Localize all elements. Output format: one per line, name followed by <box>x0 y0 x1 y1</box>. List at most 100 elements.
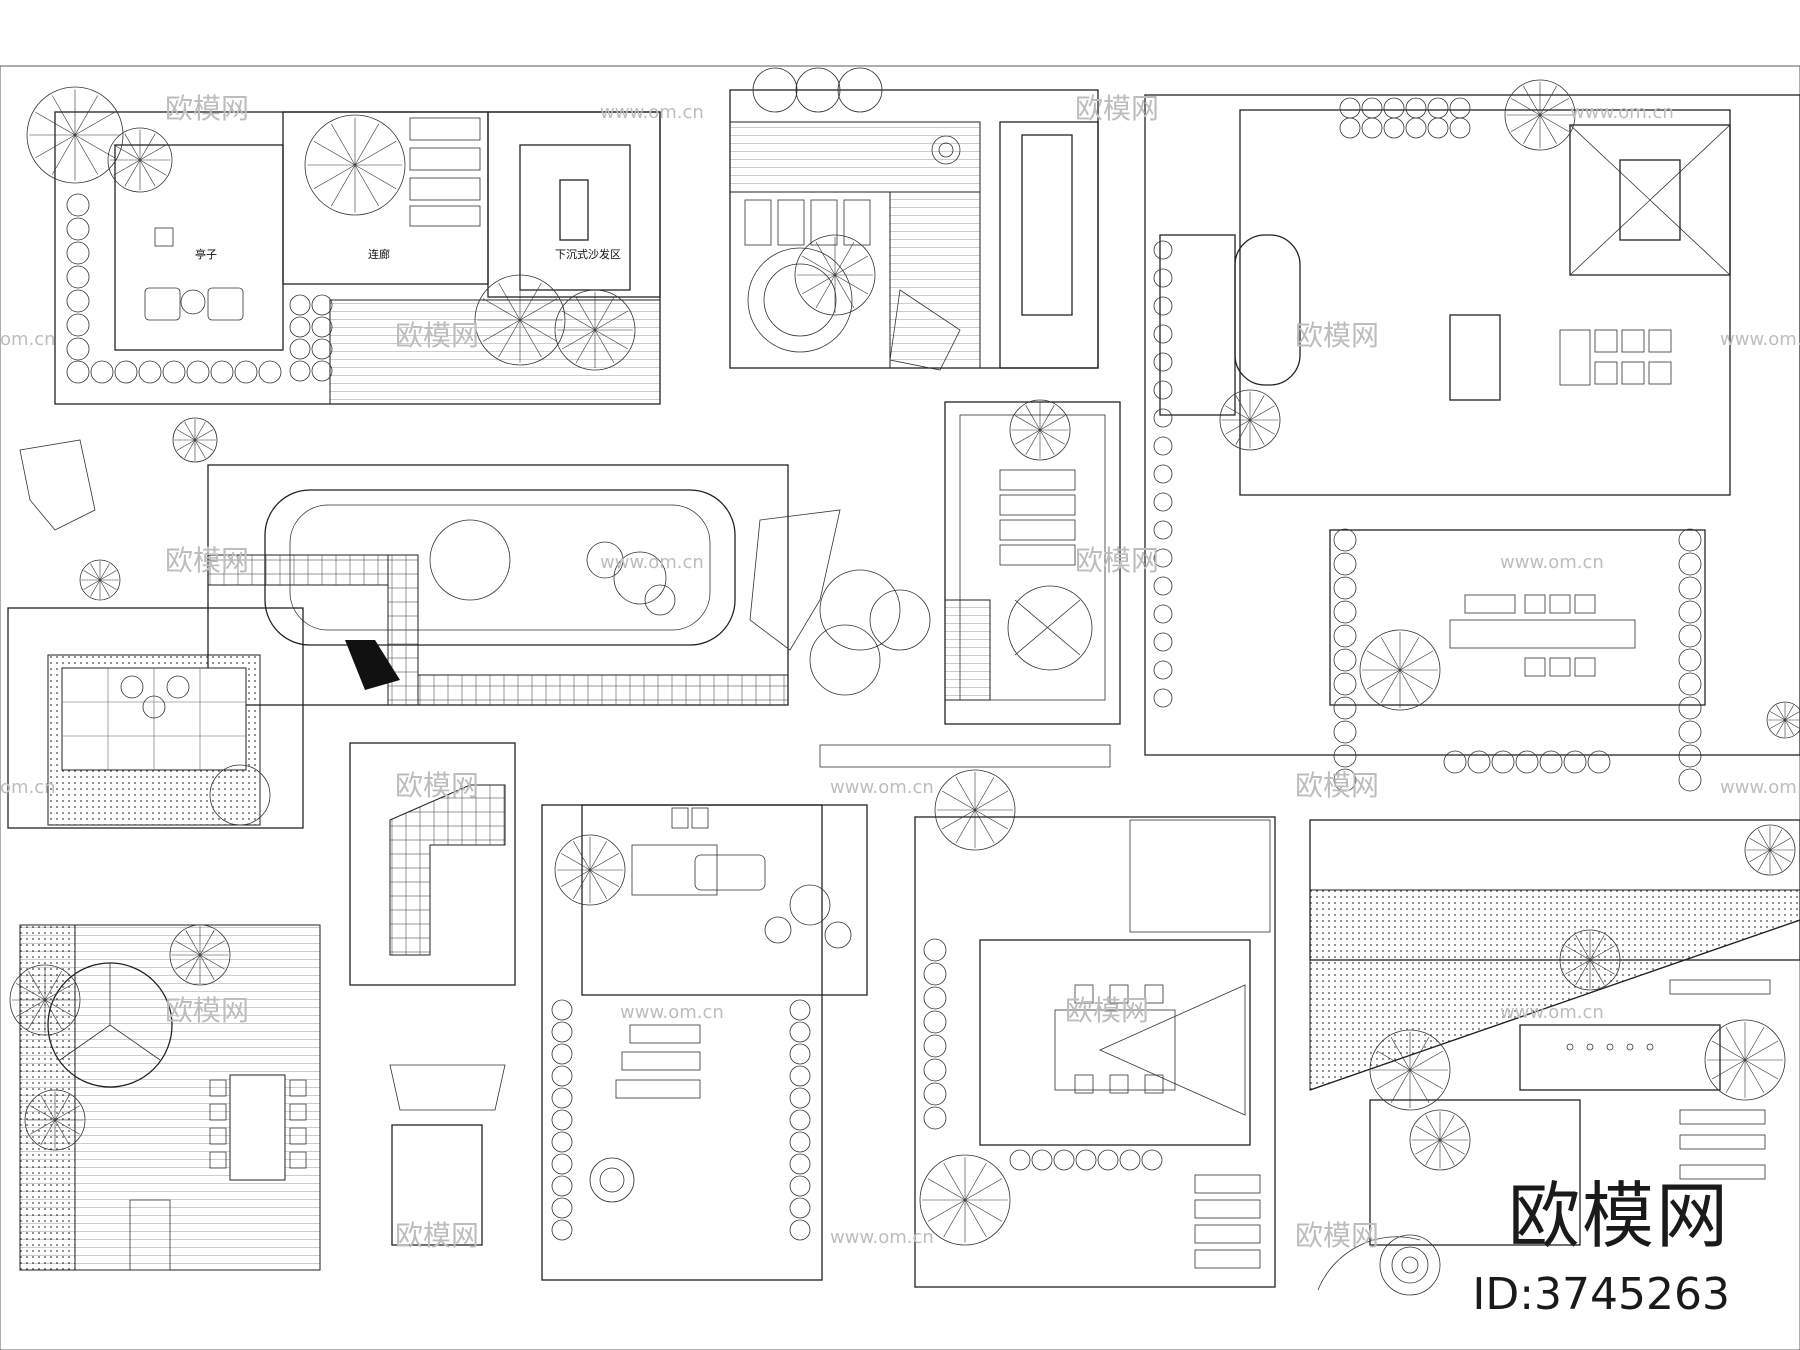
tree-symbols <box>9 79 1800 1246</box>
shrub-circle <box>1153 408 1173 428</box>
shrub-circle <box>234 360 258 384</box>
shrub-circle <box>1427 97 1449 119</box>
watermark-url: www.om.cn <box>1720 329 1800 350</box>
shrub-circle <box>1333 744 1357 768</box>
shrub-circle <box>1333 768 1357 792</box>
tree-icon <box>172 417 218 463</box>
garden-plan-top-right <box>1144 94 1800 792</box>
shrub-circle <box>1678 624 1702 648</box>
tree-icon <box>1766 701 1800 739</box>
tree-icon <box>1409 1109 1471 1171</box>
tree-icon <box>554 834 626 906</box>
shrub-circle <box>66 241 90 265</box>
shrub-circle <box>311 360 333 382</box>
shrub-circle <box>1361 117 1383 139</box>
shrub-circle <box>1678 696 1702 720</box>
shrub-circle <box>1153 576 1173 596</box>
tree-icon <box>304 114 406 216</box>
shrub-circle <box>1097 1149 1119 1171</box>
watermark-text: 欧模网 <box>165 544 249 577</box>
shrub-circle <box>1339 97 1361 119</box>
watermark-layer: 欧模网 www.om.cn 欧模网 www.om.cn om.cn 欧模网 欧模… <box>0 92 1800 1252</box>
shrub-circle <box>1153 352 1173 372</box>
tree-icon <box>474 274 566 366</box>
garden-plan-top-center <box>729 67 1099 371</box>
shrub-circle <box>1678 768 1702 792</box>
shrub-circle <box>1678 720 1702 744</box>
shrub-circle <box>789 1131 811 1153</box>
shrub-circle <box>1153 268 1173 288</box>
watermark-url: www.om.cn <box>830 1227 934 1248</box>
tree-icon <box>794 234 876 316</box>
shrub-circle <box>186 360 210 384</box>
shrub-circle <box>1333 624 1357 648</box>
shrub-circle <box>551 1153 573 1175</box>
shrub-circle <box>789 1175 811 1197</box>
watermark-url: www.om.cn <box>830 777 934 798</box>
shrub-circle <box>923 1034 947 1058</box>
shrub-circle <box>1141 1149 1163 1171</box>
watermark-text: 欧模网 <box>1065 994 1149 1027</box>
pavilion-label: 亭子 <box>195 247 217 261</box>
watermark-text: 欧模网 <box>1295 319 1379 352</box>
shrub-circle <box>1678 576 1702 600</box>
shrub-circle <box>923 1082 947 1106</box>
tree-icon <box>9 964 81 1036</box>
shrub-circle <box>66 289 90 313</box>
shrub-circle <box>1333 528 1357 552</box>
watermark-url: www.om.cn <box>1570 102 1674 123</box>
watermark-url: www.om.cn <box>1500 1002 1604 1023</box>
garden-plan-bottom-center <box>541 804 868 1281</box>
shrub-circle <box>1119 1149 1141 1171</box>
garden-plan-pond <box>19 439 931 706</box>
shrub-circle <box>1333 576 1357 600</box>
shrub-circle <box>1383 117 1405 139</box>
garden-plan-l-path <box>349 742 516 986</box>
shrub-circle <box>1153 492 1173 512</box>
garden-plan-bottom-left <box>19 924 506 1271</box>
tree-icon <box>1219 389 1281 451</box>
tree-icon <box>1744 824 1796 876</box>
shrub-circle <box>1153 604 1173 624</box>
shrub-circle <box>551 1109 573 1131</box>
shrub-circle <box>162 360 186 384</box>
watermark-text: 欧模网 <box>1075 92 1159 125</box>
shrub-circle <box>923 986 947 1010</box>
watermark-text: 欧模网 <box>1075 544 1159 577</box>
shrub-circle <box>1333 600 1357 624</box>
shrub-circle <box>1333 648 1357 672</box>
shrub-circle <box>66 217 90 241</box>
watermark-text: 欧模网 <box>395 319 479 352</box>
shrub-circle <box>923 962 947 986</box>
shrub-circle <box>789 1153 811 1175</box>
shrub-circle <box>1678 528 1702 552</box>
watermark-text: 欧模网 <box>1295 1219 1379 1252</box>
garden-plan-center-strip <box>819 401 1121 768</box>
shrub-circle <box>1075 1149 1097 1171</box>
shrub-circle <box>311 316 333 338</box>
shrub-circle <box>789 1021 811 1043</box>
shrub-circle <box>1153 520 1173 540</box>
watermark-text: 欧模网 <box>165 92 249 125</box>
shrub-circle <box>289 294 311 316</box>
shrub-circle <box>1515 750 1539 774</box>
tree-icon <box>1009 399 1071 461</box>
watermark-url: www.om.cn <box>620 1002 724 1023</box>
shrub-circle <box>789 1109 811 1131</box>
shrub-circle <box>1153 296 1173 316</box>
brand-logo-text: 欧模网 <box>1507 1174 1730 1258</box>
shrub-circle <box>1449 97 1471 119</box>
shrub-circle <box>66 337 90 361</box>
shrub-circle <box>1678 600 1702 624</box>
shrub-circle <box>138 360 162 384</box>
sunken-sofa-label: 下沉式沙发区 <box>555 247 621 261</box>
shrub-circle <box>66 360 90 384</box>
shrub-circle <box>789 1087 811 1109</box>
tree-icon <box>26 86 124 184</box>
watermark-url: www.om.cn <box>600 552 704 573</box>
shrub-circle <box>1009 1149 1031 1171</box>
shrub-circle <box>1153 660 1173 680</box>
shrub-circle <box>1427 117 1449 139</box>
shrub-circle <box>923 938 947 962</box>
